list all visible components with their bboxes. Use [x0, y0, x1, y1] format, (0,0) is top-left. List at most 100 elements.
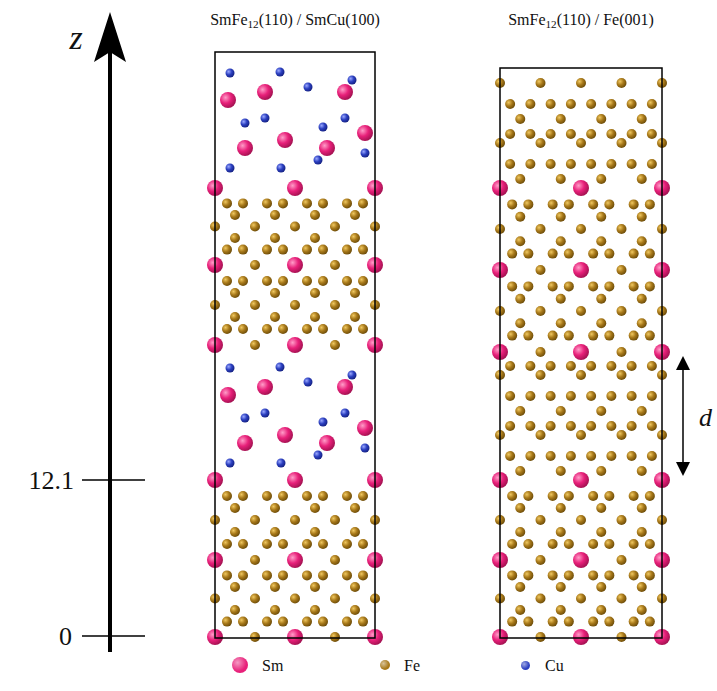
atom [548, 249, 558, 259]
atom [304, 378, 313, 387]
atom [314, 156, 323, 165]
dimension-label: d [699, 405, 712, 431]
atom [319, 418, 328, 427]
atom [564, 539, 574, 549]
atom [278, 617, 288, 627]
atom [536, 224, 546, 234]
atom [270, 210, 280, 220]
atom [523, 617, 533, 627]
atom [318, 324, 328, 334]
atom [290, 222, 300, 232]
atom [310, 605, 320, 615]
atom [507, 281, 517, 291]
atom [287, 180, 303, 196]
atom [645, 539, 655, 549]
atom [604, 281, 614, 291]
atom [507, 539, 517, 549]
atom [277, 132, 293, 148]
atom [637, 582, 647, 592]
atom [270, 312, 280, 322]
atom [230, 312, 240, 322]
atom [350, 288, 360, 298]
atom [586, 159, 596, 169]
atom [358, 539, 368, 549]
atom [647, 421, 657, 431]
atom [270, 233, 280, 243]
atom [523, 281, 533, 291]
dimension-arrowhead [676, 462, 690, 476]
atom [627, 391, 637, 401]
atom [222, 324, 232, 334]
atom [270, 527, 280, 537]
atom [342, 276, 352, 286]
atom [230, 288, 240, 298]
atom [604, 249, 614, 259]
atom [586, 361, 596, 371]
atom [250, 340, 260, 350]
atom [627, 361, 637, 371]
atom [330, 594, 340, 604]
legend-label: Sm [262, 658, 283, 674]
atom [548, 199, 558, 209]
atom [637, 527, 647, 537]
atom [556, 212, 566, 222]
atom [548, 570, 558, 580]
atom [556, 503, 566, 513]
atom [606, 421, 616, 431]
atom [238, 491, 248, 501]
atom [302, 324, 312, 334]
atom [548, 331, 558, 341]
atom [350, 582, 360, 592]
atom [257, 379, 273, 395]
atom [564, 491, 574, 501]
d-dimension [676, 356, 690, 476]
atom [515, 318, 525, 328]
axis-line [108, 50, 112, 652]
atom [287, 552, 303, 568]
atom [302, 276, 312, 286]
atom [358, 276, 368, 286]
atom [637, 318, 647, 328]
atom [261, 114, 270, 123]
atom [588, 491, 598, 501]
atom [250, 260, 260, 270]
atom [627, 99, 637, 109]
cell-outline [215, 52, 375, 638]
atom [606, 451, 616, 461]
atom [357, 125, 373, 141]
atom [556, 605, 566, 615]
atom [637, 294, 647, 304]
atom [310, 233, 320, 243]
atom [507, 331, 517, 341]
atom [238, 245, 248, 255]
atom [290, 594, 300, 604]
atom [222, 245, 232, 255]
atom [342, 570, 352, 580]
panel-title: SmFe12(110) / Fe(001) [508, 12, 654, 28]
dimension-line [682, 368, 684, 464]
atom [318, 276, 328, 286]
atom [556, 406, 566, 416]
atom [341, 409, 350, 418]
atom [617, 224, 627, 234]
atom [596, 466, 606, 476]
atom [556, 527, 566, 537]
atom [287, 472, 303, 488]
atom [350, 605, 360, 615]
atom [358, 324, 368, 334]
atom [564, 570, 574, 580]
atom [230, 503, 240, 513]
atom [358, 617, 368, 627]
atom [341, 114, 350, 123]
atom [290, 300, 300, 310]
atom [645, 331, 655, 341]
atom [342, 617, 352, 627]
atom [536, 430, 546, 440]
legend-swatch [232, 657, 248, 673]
atom [226, 459, 235, 468]
atom [290, 515, 300, 525]
atom [564, 331, 574, 341]
atom [576, 594, 586, 604]
atom [515, 236, 525, 246]
atom [318, 245, 328, 255]
